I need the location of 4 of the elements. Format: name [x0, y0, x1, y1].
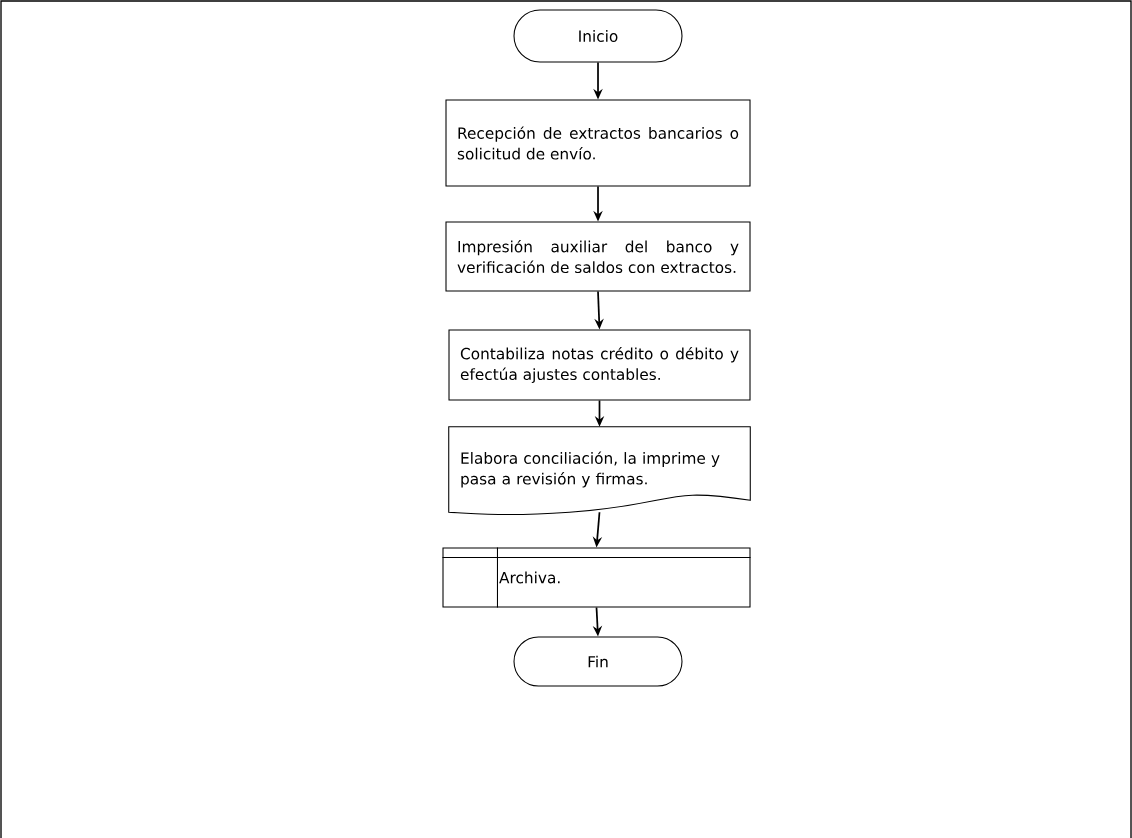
process-box: Contabiliza notas crédito o débito y efectúa ajustes contables. — [448, 329, 751, 401]
archive-box: Archiva. — [441, 546, 752, 609]
process-box: Impresión auxiliar del banco y verificación de saldos con extractos. — [445, 221, 751, 292]
process-box: Recepción de extractos bancarios o solicitud de envío. — [445, 99, 751, 187]
